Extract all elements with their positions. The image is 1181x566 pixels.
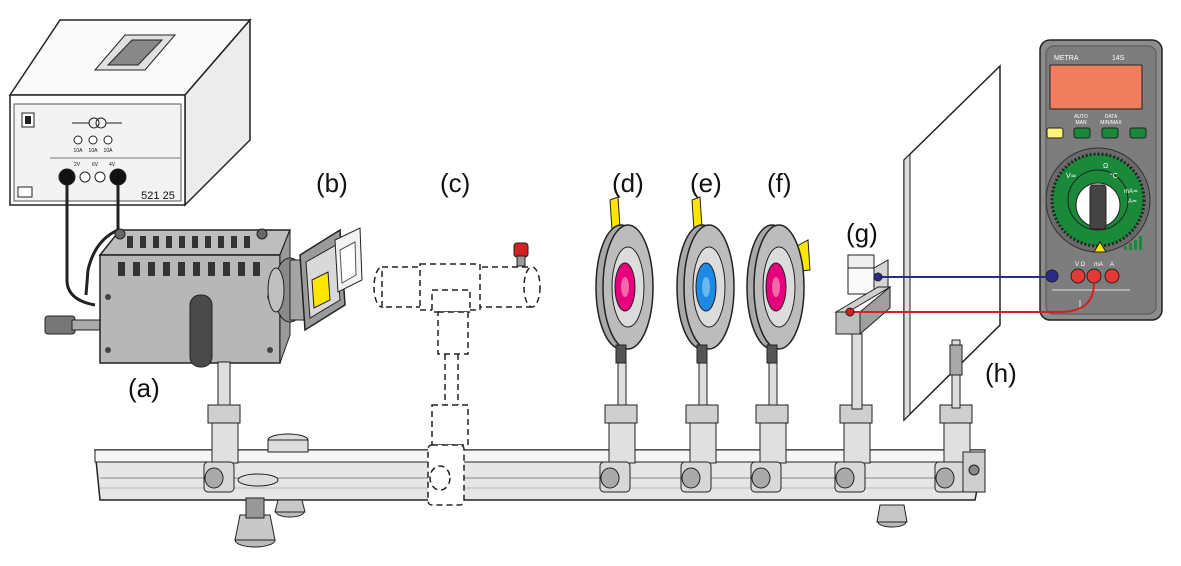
- label-c: (c): [440, 168, 471, 198]
- multimeter: METRA 14S AUTO MAN DATA MIN/MAX Ω °C V≃ …: [1039, 39, 1163, 321]
- label-e: (e): [690, 168, 722, 198]
- detector-wires: [845, 272, 1095, 317]
- label-f: (f): [767, 168, 792, 198]
- bench-foot-right: [876, 504, 908, 528]
- btn-man-label: MAN: [1075, 120, 1087, 126]
- btn-minmax-label: MIN/MAX: [1100, 120, 1122, 126]
- jack-vohm: [1070, 268, 1086, 284]
- btn-data-label: DATA: [1105, 114, 1118, 120]
- multimeter-model: 14S: [1112, 55, 1125, 62]
- filter-disc-e: [676, 196, 735, 409]
- bench-riders: [599, 404, 973, 493]
- psu-voltage-label-2: 6V: [92, 162, 99, 168]
- jack-label-a: A: [1110, 262, 1114, 268]
- multimeter-yellow-button: [1046, 127, 1064, 139]
- label-a: (a): [128, 373, 160, 403]
- filter-disc-f: [746, 224, 811, 409]
- multimeter-extra-button: [1129, 127, 1147, 139]
- bench-foot-left: [234, 497, 306, 548]
- jack-label-ma: mA: [1094, 262, 1103, 268]
- rail-end-cap: [962, 451, 986, 493]
- dial-amp: A≃: [1128, 199, 1137, 205]
- power-supply: 10A 10A 10A 2V 6V 4V 521 25: [8, 17, 252, 207]
- multimeter-brand: METRA: [1054, 55, 1079, 62]
- lamp-housing: [44, 228, 331, 368]
- psu-socket-label-1: 10A: [74, 148, 84, 154]
- rail-clamp: [237, 433, 309, 487]
- multimeter-data-button: [1101, 127, 1119, 139]
- jack-a: [1104, 268, 1120, 284]
- psu-voltage-label-3: 4V: [109, 162, 116, 168]
- psu-voltage-label-1: 2V: [74, 162, 81, 168]
- dial-milliamp: mA≃: [1124, 189, 1138, 195]
- yellow-filter: [311, 271, 331, 309]
- psu-socket-label-2: 10A: [89, 148, 99, 154]
- filter-disc-d: [595, 196, 654, 409]
- multimeter-auto-button: [1073, 127, 1091, 139]
- dial-volt: V≃: [1066, 173, 1077, 180]
- label-b: (b): [316, 168, 348, 198]
- psu-socket-label-3: 10A: [104, 148, 114, 154]
- label-g: (g): [846, 218, 878, 248]
- psu-model-number: 521 25: [141, 190, 175, 202]
- jack-label-vohm: V Ω: [1075, 262, 1086, 268]
- dial-celsius: °C: [1110, 172, 1118, 180]
- dashed-mount-knob: [513, 242, 529, 267]
- slide-holder: [299, 227, 363, 332]
- dial-ohm: Ω: [1103, 163, 1108, 170]
- btn-auto-label: AUTO: [1074, 114, 1088, 120]
- projection-screen: [903, 64, 1001, 422]
- photodetector: [834, 254, 892, 410]
- lamp-rider: [203, 361, 241, 493]
- jack-ma: [1086, 268, 1102, 284]
- label-h: (h): [985, 358, 1017, 388]
- multimeter-display: [1049, 64, 1143, 110]
- label-d: (d): [612, 168, 644, 198]
- dashed-lens-mount: [373, 263, 541, 506]
